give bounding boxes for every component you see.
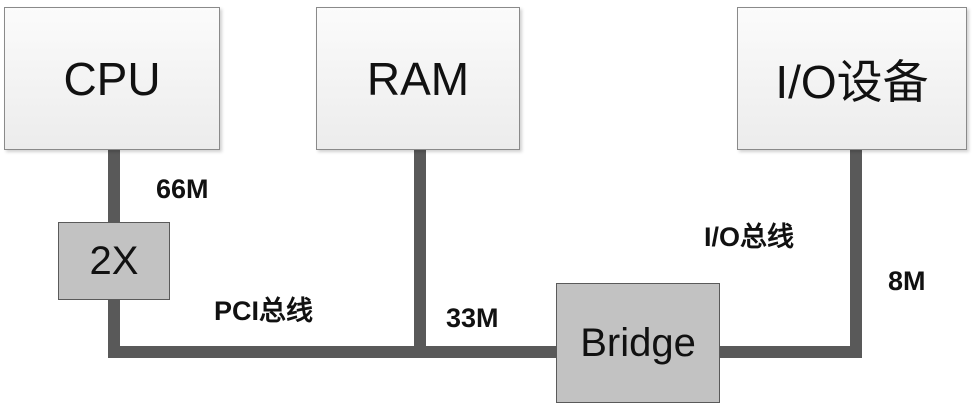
ram-box: RAM: [316, 7, 520, 150]
io-device-box: I/O设备: [737, 7, 967, 150]
multiplier-label: 2X: [89, 238, 139, 283]
cpu-label: CPU: [63, 52, 161, 105]
ram-label: RAM: [366, 52, 470, 105]
cpu-box: CPU: [4, 7, 220, 150]
io-bus-line: [850, 150, 862, 358]
pci-bus-label: PCI总线: [214, 296, 314, 326]
bridge-to-io-line: [718, 346, 862, 358]
io-speed-label: 8M: [888, 266, 926, 296]
cpu-to-multiplier-line: [108, 150, 120, 222]
pci-speed-label: 33M: [446, 303, 499, 333]
cpu-speed-label: 66M: [156, 174, 209, 204]
bridge-box: Bridge: [556, 283, 720, 403]
ram-to-bus-line: [414, 150, 426, 358]
pci-bus-line: [108, 346, 558, 358]
multiplier-box: 2X: [58, 222, 170, 300]
bridge-label: Bridge: [580, 320, 696, 365]
multiplier-to-bus-line: [108, 300, 120, 358]
io-device-label: I/O设备: [775, 55, 929, 108]
io-bus-label: I/O总线: [704, 222, 795, 252]
